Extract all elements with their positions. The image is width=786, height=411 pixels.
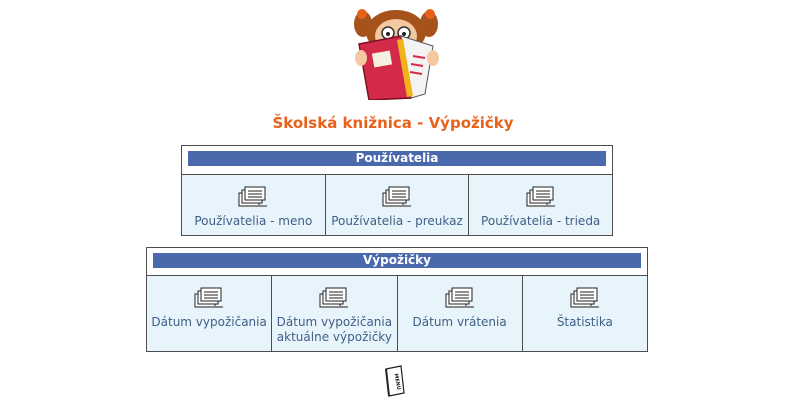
loans-by-date-link[interactable]: Dátum vypožičania (147, 276, 273, 351)
users-by-name-link[interactable]: Používatelia - meno (182, 175, 326, 235)
document-stack-icon (445, 287, 474, 308)
reading-girl-mascot-icon (354, 9, 439, 100)
document-stack-icon (570, 287, 599, 308)
current-loans-link[interactable]: Dátum vypožičania aktuálne výpožičky (272, 276, 398, 351)
menu-book-icon[interactable]: MENU (383, 365, 407, 397)
users-by-card-label: Používatelia - preukaz (331, 214, 463, 228)
return-date-label: Dátum vrátenia (412, 315, 507, 329)
loans-panel: Výpožičky Dátum vypožičania (146, 247, 648, 352)
users-by-class-link[interactable]: Používatelia - trieda (469, 175, 613, 235)
users-by-class-label: Používatelia - trieda (481, 214, 601, 228)
loans-panel-header: Výpožičky (153, 253, 641, 268)
users-by-name-label: Používatelia - meno (194, 214, 313, 228)
document-stack-icon (382, 186, 411, 207)
page-title: Školská knižnica - Výpožičky (272, 114, 514, 132)
users-panel-header: Používatelia (188, 151, 606, 166)
document-stack-icon (194, 287, 224, 308)
document-stack-icon (238, 186, 268, 207)
document-stack-icon (319, 287, 349, 308)
return-date-link[interactable]: Dátum vrátenia (397, 276, 523, 351)
loans-by-date-label: Dátum vypožičania (151, 315, 267, 329)
users-panel: Používatelia Používatelia - meno (181, 145, 613, 236)
statistics-label: Štatistika (556, 315, 613, 329)
menu-icon-text: MENU (393, 373, 402, 390)
current-loans-label: Dátum vypožičania aktuálne výpožičky (276, 315, 393, 344)
users-by-card-link[interactable]: Používatelia - preukaz (325, 175, 470, 235)
document-stack-icon (526, 186, 555, 207)
statistics-link[interactable]: Štatistika (522, 276, 647, 351)
